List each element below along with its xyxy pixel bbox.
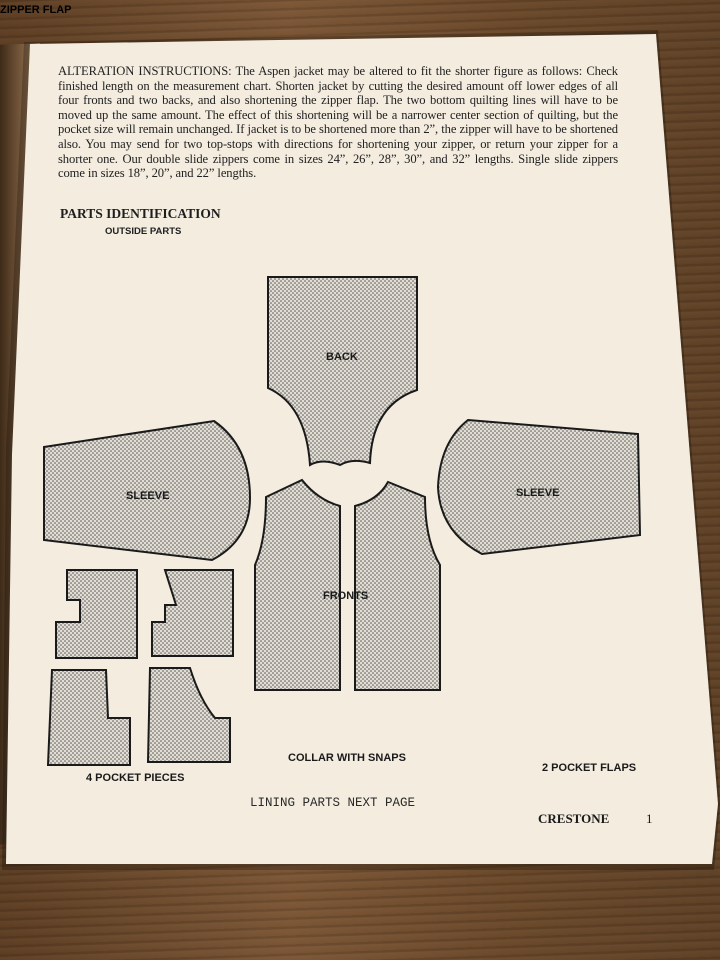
brand-name: CRESTONE [538,811,610,826]
collar-piece: ZIPPER FLAP 4 POCKET PIECES COLLAR WITH … [0,0,653,826]
pocket-piece-3 [46,669,131,766]
zipper-flap-label: ZIPPER FLAP [0,4,72,16]
page-number: 1 [646,811,653,826]
pocket-piece-4 [146,667,231,763]
back-piece [267,276,418,467]
pocket-piece-1 [55,569,138,659]
alteration-instructions: ALTERATION INSTRUCTIONS: The Aspen jacke… [58,64,618,181]
left-sleeve-label: SLEEVE [126,490,169,502]
parts-identification-heading: PARTS IDENTIFICATION [60,206,221,221]
right-front-piece [354,480,441,691]
outside-parts-subheading: OUTSIDE PARTS [105,226,182,237]
fronts-label: FRONTS [323,590,368,602]
pocket-flaps-caption: 2 POCKET FLAPS [542,762,637,774]
back-label: BACK [326,351,358,363]
left-front-piece [254,478,341,691]
right-sleeve-piece [436,418,642,556]
pocket-piece-2 [151,569,234,657]
zipper-flap-piece: ZIPPER FLAP 4 POCKET PIECES COLLAR WITH … [0,0,653,826]
pocket-pieces-caption: 4 POCKET PIECES [86,772,185,784]
collar-caption: COLLAR WITH SNAPS [288,752,406,764]
collar-snap-2: ZIPPER FLAP 4 POCKET PIECES COLLAR WITH … [0,0,653,826]
left-sleeve-piece [43,419,252,562]
collar-snap-1: ZIPPER FLAP 4 POCKET PIECES COLLAR WITH … [0,0,653,826]
lining-parts-note: LINING PARTS NEXT PAGE [250,796,416,810]
collar-snap-3: ZIPPER FLAP 4 POCKET PIECES COLLAR WITH … [0,0,653,826]
right-sleeve-label: SLEEVE [516,487,559,499]
